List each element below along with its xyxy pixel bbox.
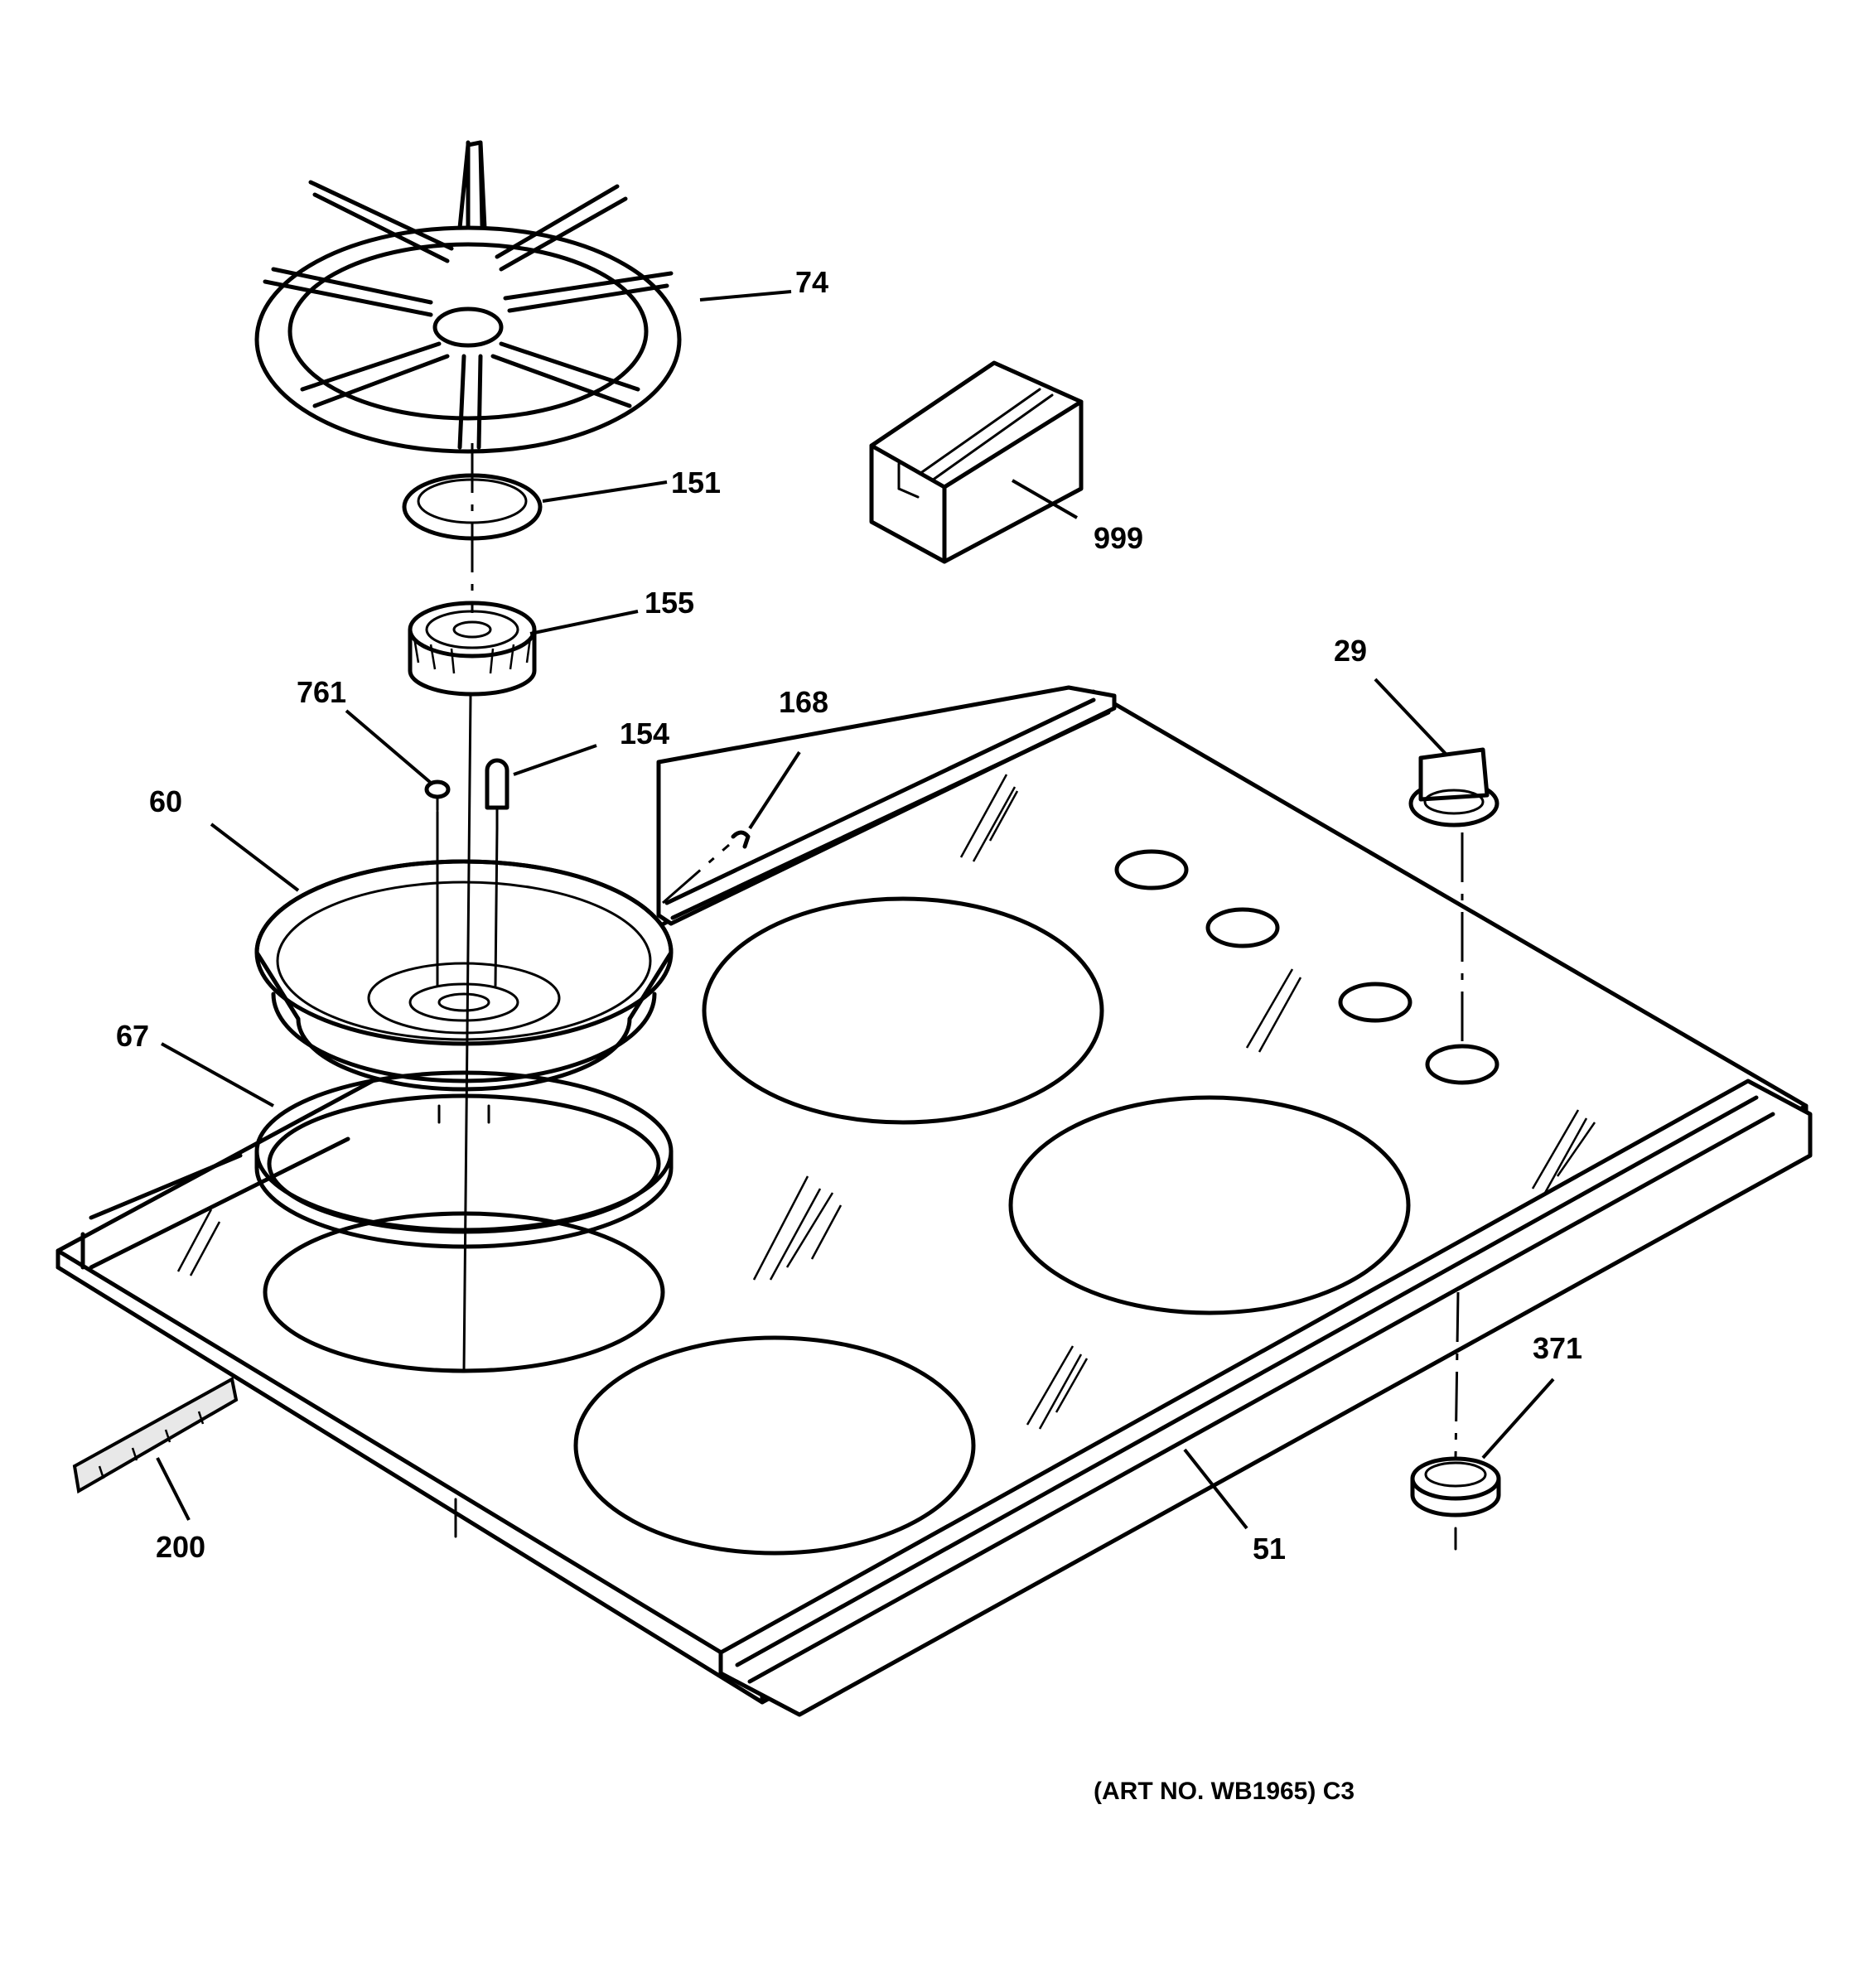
seal-strip	[72, 1376, 239, 1494]
callout-numbers: 74 151 155 999 29 761 154 168 60 67 371 …	[116, 265, 1582, 1566]
callout-60: 60	[149, 784, 182, 818]
cooktop-glass-panel	[56, 685, 1813, 1717]
callout-67: 67	[116, 1019, 149, 1053]
callout-200: 200	[156, 1530, 205, 1564]
callout-168: 168	[779, 685, 828, 719]
callout-74: 74	[795, 265, 828, 299]
callout-29: 29	[1334, 634, 1367, 668]
leader-lines	[156, 290, 1555, 1530]
burner-openings	[263, 896, 1411, 1556]
burner-grate	[254, 140, 682, 454]
callout-154: 154	[620, 717, 669, 750]
burner-opening-front	[573, 1335, 976, 1556]
callout-761: 761	[297, 675, 346, 709]
glass-reflections	[176, 774, 1596, 1430]
callout-155: 155	[645, 586, 694, 620]
burner-bowl	[254, 859, 674, 1092]
knob-bezel	[1410, 1456, 1501, 1518]
burner-head	[408, 601, 537, 697]
screw	[424, 779, 451, 812]
callout-151: 151	[671, 466, 721, 499]
assembly-lines	[436, 443, 1464, 1551]
spark-electrode	[485, 758, 509, 830]
art-number-caption: (ART NO. WB1965) C3	[1094, 1778, 1355, 1805]
parts-box	[869, 360, 1084, 564]
burner-opening-rear-left	[702, 896, 1104, 1125]
callout-51: 51	[1253, 1532, 1286, 1566]
burner-opening-rear-right	[1008, 1095, 1411, 1315]
knob-holes	[1114, 849, 1499, 1085]
callout-999: 999	[1094, 521, 1143, 555]
retainer-clip	[731, 830, 751, 849]
control-knob	[1408, 747, 1499, 828]
callout-371: 371	[1533, 1331, 1582, 1365]
